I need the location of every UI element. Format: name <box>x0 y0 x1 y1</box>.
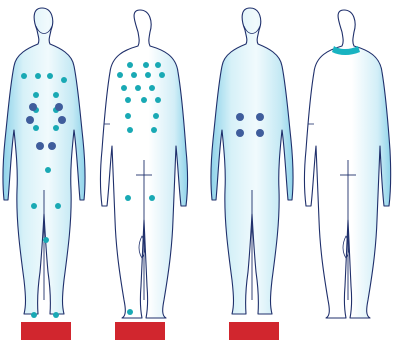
figure-3-navy-point <box>236 113 244 121</box>
figure-1 <box>3 8 85 314</box>
figure-1-teal-point <box>47 73 53 79</box>
figure-3-silhouette <box>211 8 293 314</box>
figure-3-navy-point <box>236 129 244 137</box>
figure-1-teal-point <box>33 92 39 98</box>
figure-2-teal-point <box>125 195 131 201</box>
figure-1-teal-point <box>45 167 51 173</box>
figure-2 <box>101 10 188 318</box>
figure-1-teal-point <box>53 125 59 131</box>
figure-2-teal-point <box>151 127 157 133</box>
figure-2-teal-point <box>155 62 161 68</box>
figure-2-teal-point <box>131 72 137 78</box>
figure-1-navy-point <box>55 103 63 111</box>
figure-2-foot-marker <box>115 322 165 340</box>
figure-2-teal-point <box>159 72 165 78</box>
figure-3-foot-marker <box>229 322 279 340</box>
figure-1-navy-point <box>36 142 44 150</box>
figure-2-teal-point <box>149 195 155 201</box>
figure-1-navy-point <box>48 142 56 150</box>
figure-1-teal-point <box>53 92 59 98</box>
figure-1-navy-point <box>26 116 34 124</box>
figure-3-navy-point <box>256 129 264 137</box>
figure-1-teal-point <box>21 73 27 79</box>
figure-2-teal-point <box>117 72 123 78</box>
figure-1-navy-point <box>29 103 37 111</box>
figure-1-teal-point <box>33 125 39 131</box>
figure-2-teal-point <box>145 72 151 78</box>
figure-1-teal-point <box>31 203 37 209</box>
figure-1-teal-point <box>55 203 61 209</box>
figure-2-teal-point <box>155 97 161 103</box>
figure-4 <box>305 10 391 318</box>
figure-2-silhouette <box>101 10 188 318</box>
figure-1-teal-point <box>53 312 59 318</box>
figure-3 <box>211 8 293 314</box>
figure-1-teal-point <box>31 312 37 318</box>
figure-4-silhouette <box>305 10 391 318</box>
figure-2-teal-point <box>135 85 141 91</box>
figure-2-teal-point <box>125 97 131 103</box>
figure-1-foot-marker <box>21 322 71 340</box>
figure-1-navy-point <box>58 116 66 124</box>
figure-2-teal-point <box>127 62 133 68</box>
figure-1-teal-point <box>35 73 41 79</box>
figure-2-teal-point <box>125 113 131 119</box>
figure-2-teal-point <box>141 97 147 103</box>
figure-2-teal-point <box>121 85 127 91</box>
figure-1-teal-point <box>61 77 67 83</box>
figure-2-teal-point <box>153 113 159 119</box>
figure-2-teal-point <box>149 85 155 91</box>
figure-1-teal-point <box>43 237 49 243</box>
figure-3-navy-point <box>256 113 264 121</box>
foot-markers-layer <box>21 322 279 340</box>
figure-2-teal-point <box>127 309 133 315</box>
figure-2-teal-point <box>143 62 149 68</box>
figure-1-silhouette <box>3 8 85 314</box>
figure-2-teal-point <box>127 127 133 133</box>
